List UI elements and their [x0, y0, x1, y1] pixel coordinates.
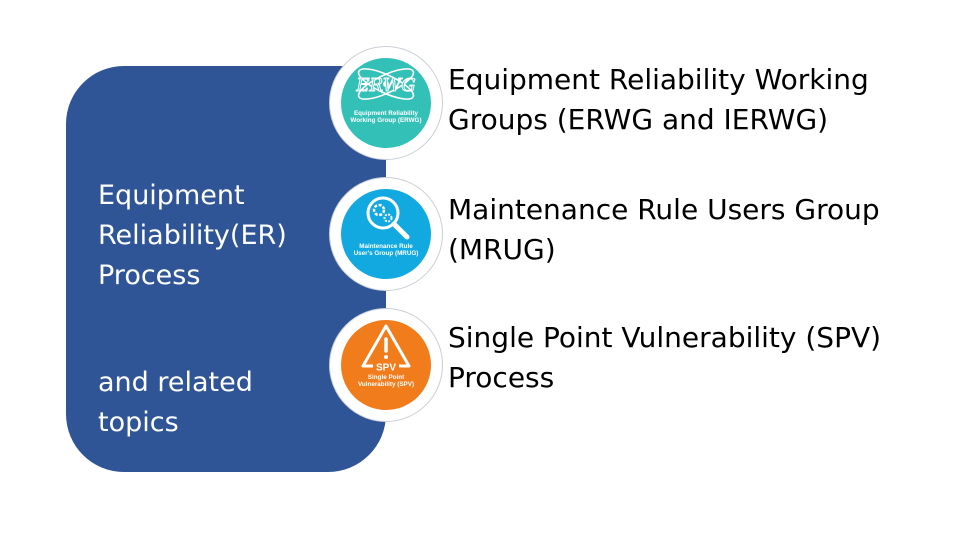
mrug-caption: Maintenance Rule User's Group (MRUG)	[353, 243, 419, 258]
panel-title: Equipment Reliability(ER) Process	[98, 180, 287, 291]
erwg-badge-ring: ERWG Equipment Reliability Working Group…	[329, 46, 443, 160]
erwg-badge: ERWG Equipment Reliability Working Group…	[341, 58, 431, 148]
warning-triangle-icon: SPV	[361, 324, 411, 374]
item-mrug: Maintenance Rule Users Group (MRUG)	[448, 193, 880, 266]
mrug-badge-ring: Maintenance Rule User's Group (MRUG)	[329, 177, 443, 291]
gear-magnifier-icon	[366, 196, 410, 240]
mrug-badge: Maintenance Rule User's Group (MRUG)	[341, 189, 431, 279]
erwg-logo-text: ERWG	[355, 75, 415, 96]
spv-badge-ring: SPV Single Point Vulnerability (SPV)	[329, 308, 443, 422]
spv-badge: SPV Single Point Vulnerability (SPV)	[341, 320, 431, 410]
er-process-panel: Equipment Reliability(ER) Process and re…	[66, 66, 386, 472]
item-erwg: Equipment Reliability Working Groups (ER…	[448, 63, 869, 136]
atom-orbit-icon: ERWG	[355, 68, 416, 100]
item-spv: Single Point Vulnerability (SPV) Process	[448, 321, 882, 394]
spv-logo-text: SPV	[376, 363, 396, 374]
spv-caption: Single Point Vulnerability (SPV)	[357, 374, 415, 389]
panel-subtitle: and related topics	[98, 367, 253, 438]
erwg-caption: Equipment Reliability Working Group (ERW…	[350, 110, 422, 125]
